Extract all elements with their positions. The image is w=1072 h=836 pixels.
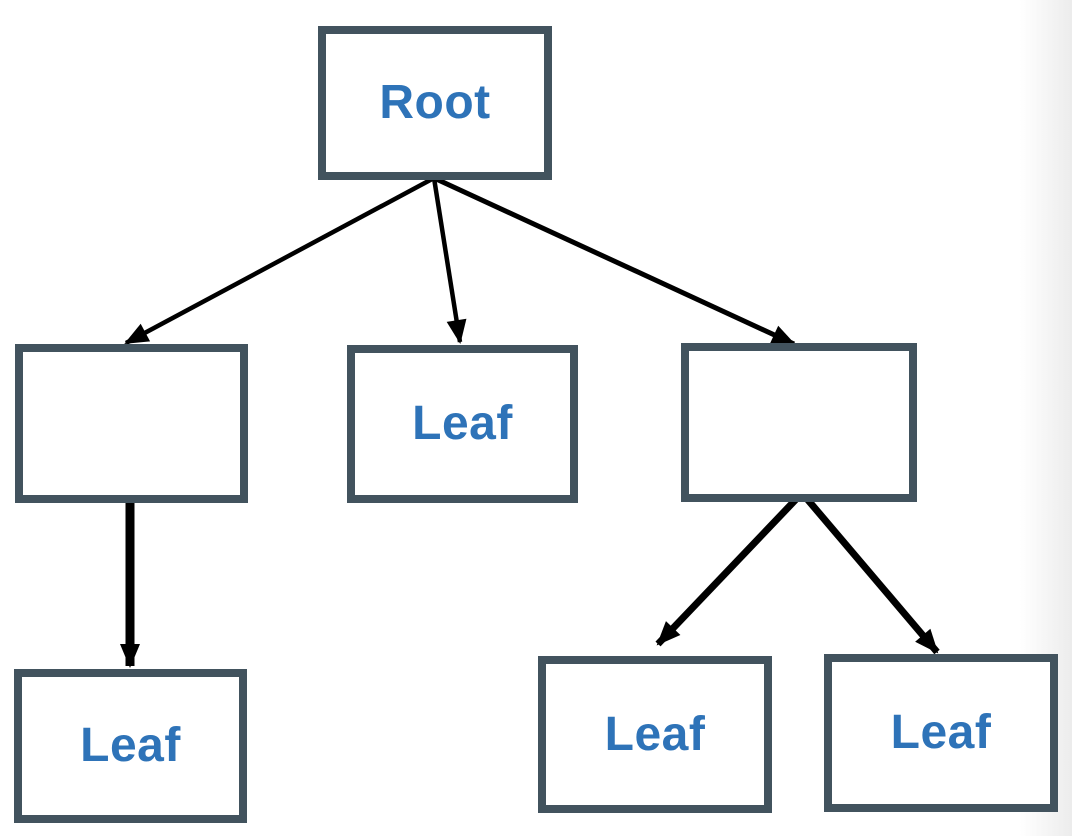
node-root: Root <box>318 26 552 180</box>
edge-child-right-to-leaf-right <box>799 490 940 655</box>
node-child-right <box>681 343 917 502</box>
node-leaf-right: Leaf <box>824 654 1058 812</box>
node-leaf-middle-label: Leaf <box>604 707 706 761</box>
edge-root-to-child-middle <box>431 177 467 344</box>
edge-root-to-child-right <box>432 175 796 347</box>
node-root-label: Root <box>379 76 491 129</box>
edge-root-to-child-left <box>124 176 436 345</box>
node-child-middle: Leaf <box>347 345 578 503</box>
node-leaf-right-label: Leaf <box>890 706 992 759</box>
edge-child-right-to-leaf-middle <box>655 490 805 647</box>
node-leaf-left: Leaf <box>14 669 247 823</box>
node-child-left <box>15 344 248 503</box>
node-child-middle-label: Leaf <box>412 397 513 450</box>
node-leaf-middle: Leaf <box>538 656 772 813</box>
node-leaf-left-label: Leaf <box>80 719 181 772</box>
